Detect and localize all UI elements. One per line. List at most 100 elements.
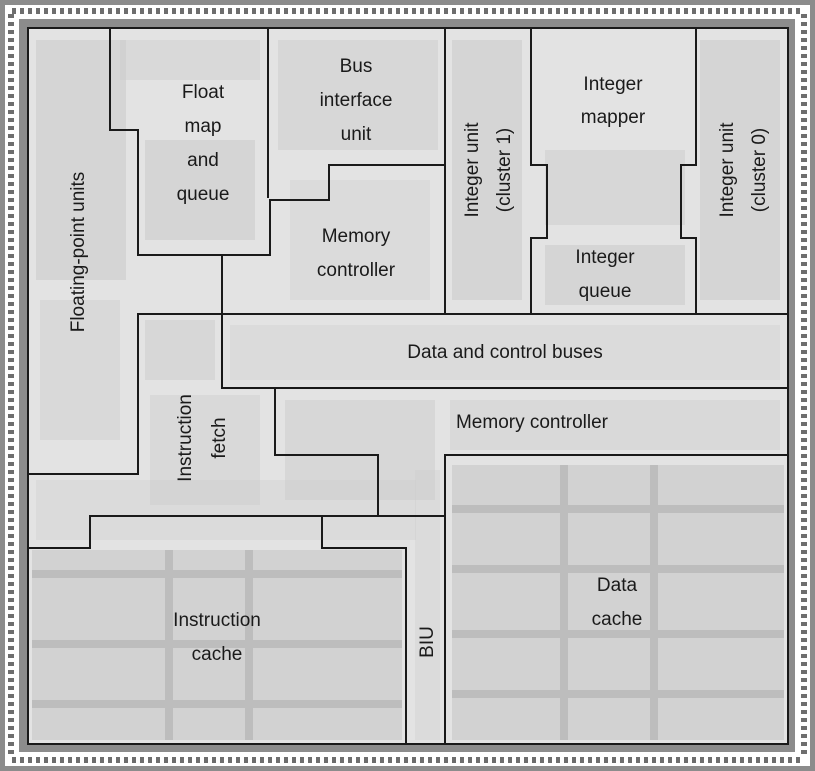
bond-pad: [284, 757, 288, 763]
bond-pad: [8, 38, 14, 42]
bond-pad: [28, 8, 32, 14]
bond-pad: [548, 757, 552, 763]
bond-pad: [801, 398, 807, 402]
bond-pad: [500, 8, 504, 14]
bond-pad: [180, 757, 184, 763]
bond-pad: [260, 8, 264, 14]
bond-pad: [801, 494, 807, 498]
bond-pad: [8, 94, 14, 98]
integer-queue-label-line1: Integer: [575, 247, 635, 268]
bond-pad: [420, 757, 424, 763]
bond-pad: [801, 230, 807, 234]
bond-pad: [476, 757, 480, 763]
bond-pad: [801, 94, 807, 98]
bond-pad: [756, 757, 760, 763]
bond-pad: [8, 726, 14, 730]
bond-pad: [8, 294, 14, 298]
bond-pads: [8, 8, 807, 763]
bond-pad: [801, 326, 807, 330]
bond-pad: [8, 30, 14, 34]
bond-pad: [684, 757, 688, 763]
bond-pad: [801, 214, 807, 218]
bond-pad: [516, 8, 520, 14]
bond-pad: [404, 8, 408, 14]
bond-pad: [404, 757, 408, 763]
bond-pad: [8, 750, 14, 754]
bond-pad: [100, 8, 104, 14]
bond-pad: [444, 757, 448, 763]
bond-pad: [132, 757, 136, 763]
bond-pad: [428, 757, 432, 763]
bond-pad: [801, 694, 807, 698]
bond-pad: [801, 286, 807, 290]
bond-pad: [801, 454, 807, 458]
bond-pad: [801, 486, 807, 490]
bond-pad: [796, 757, 800, 763]
bond-pad: [801, 222, 807, 226]
bond-pad: [700, 8, 704, 14]
bond-pad: [324, 757, 328, 763]
bond-pad: [8, 694, 14, 698]
bond-pad: [801, 430, 807, 434]
bond-pad: [801, 134, 807, 138]
bond-pad: [436, 757, 440, 763]
bond-pad: [612, 8, 616, 14]
bond-pad: [8, 414, 14, 418]
bond-pad: [580, 8, 584, 14]
bond-pad: [372, 8, 376, 14]
bond-pad: [8, 118, 14, 122]
bond-pad: [801, 14, 807, 18]
bond-pad: [8, 342, 14, 346]
bond-pad: [620, 757, 624, 763]
bond-pad: [8, 150, 14, 154]
bond-pad: [44, 757, 48, 763]
bond-pad: [228, 757, 232, 763]
bond-pad: [564, 757, 568, 763]
bond-pad: [308, 8, 312, 14]
bond-pad: [801, 358, 807, 362]
bond-pad: [316, 757, 320, 763]
bond-pad: [801, 198, 807, 202]
bond-pad: [8, 614, 14, 618]
bond-pad: [92, 8, 96, 14]
bond-pad: [801, 606, 807, 610]
bond-pad: [8, 582, 14, 586]
bond-pad: [8, 390, 14, 394]
bond-pad: [801, 710, 807, 714]
bond-pad: [788, 8, 792, 14]
bond-pad: [8, 102, 14, 106]
bond-pad: [801, 630, 807, 634]
bond-pad: [8, 302, 14, 306]
bond-pad: [156, 757, 160, 763]
bond-pad: [801, 294, 807, 298]
instruction-fetch-label-line1: Instruction: [175, 394, 196, 482]
bond-pad: [60, 8, 64, 14]
bond-pad: [801, 102, 807, 106]
bond-pad: [801, 190, 807, 194]
bond-pad: [8, 126, 14, 130]
bond-pad: [236, 8, 240, 14]
data-control-buses-label: Data and control buses: [407, 342, 602, 363]
bond-pad: [8, 630, 14, 634]
bond-pad: [396, 757, 400, 763]
bond-pad: [292, 757, 296, 763]
bond-pad: [8, 278, 14, 282]
bond-pad: [588, 8, 592, 14]
bond-pad: [708, 757, 712, 763]
bond-pad: [8, 174, 14, 178]
bond-pad: [628, 8, 632, 14]
bond-pad: [204, 757, 208, 763]
instruction-fetch-label-line2: fetch: [209, 417, 230, 458]
bond-pad: [492, 8, 496, 14]
bond-pad: [580, 757, 584, 763]
bond-pad: [252, 757, 256, 763]
bond-pad: [801, 182, 807, 186]
bond-pad: [801, 646, 807, 650]
bond-pad: [801, 350, 807, 354]
bond-pad: [196, 757, 200, 763]
bond-pad: [324, 8, 328, 14]
bond-pad: [801, 574, 807, 578]
bond-pad: [8, 638, 14, 642]
bond-pad: [801, 718, 807, 722]
bond-pad: [108, 757, 112, 763]
